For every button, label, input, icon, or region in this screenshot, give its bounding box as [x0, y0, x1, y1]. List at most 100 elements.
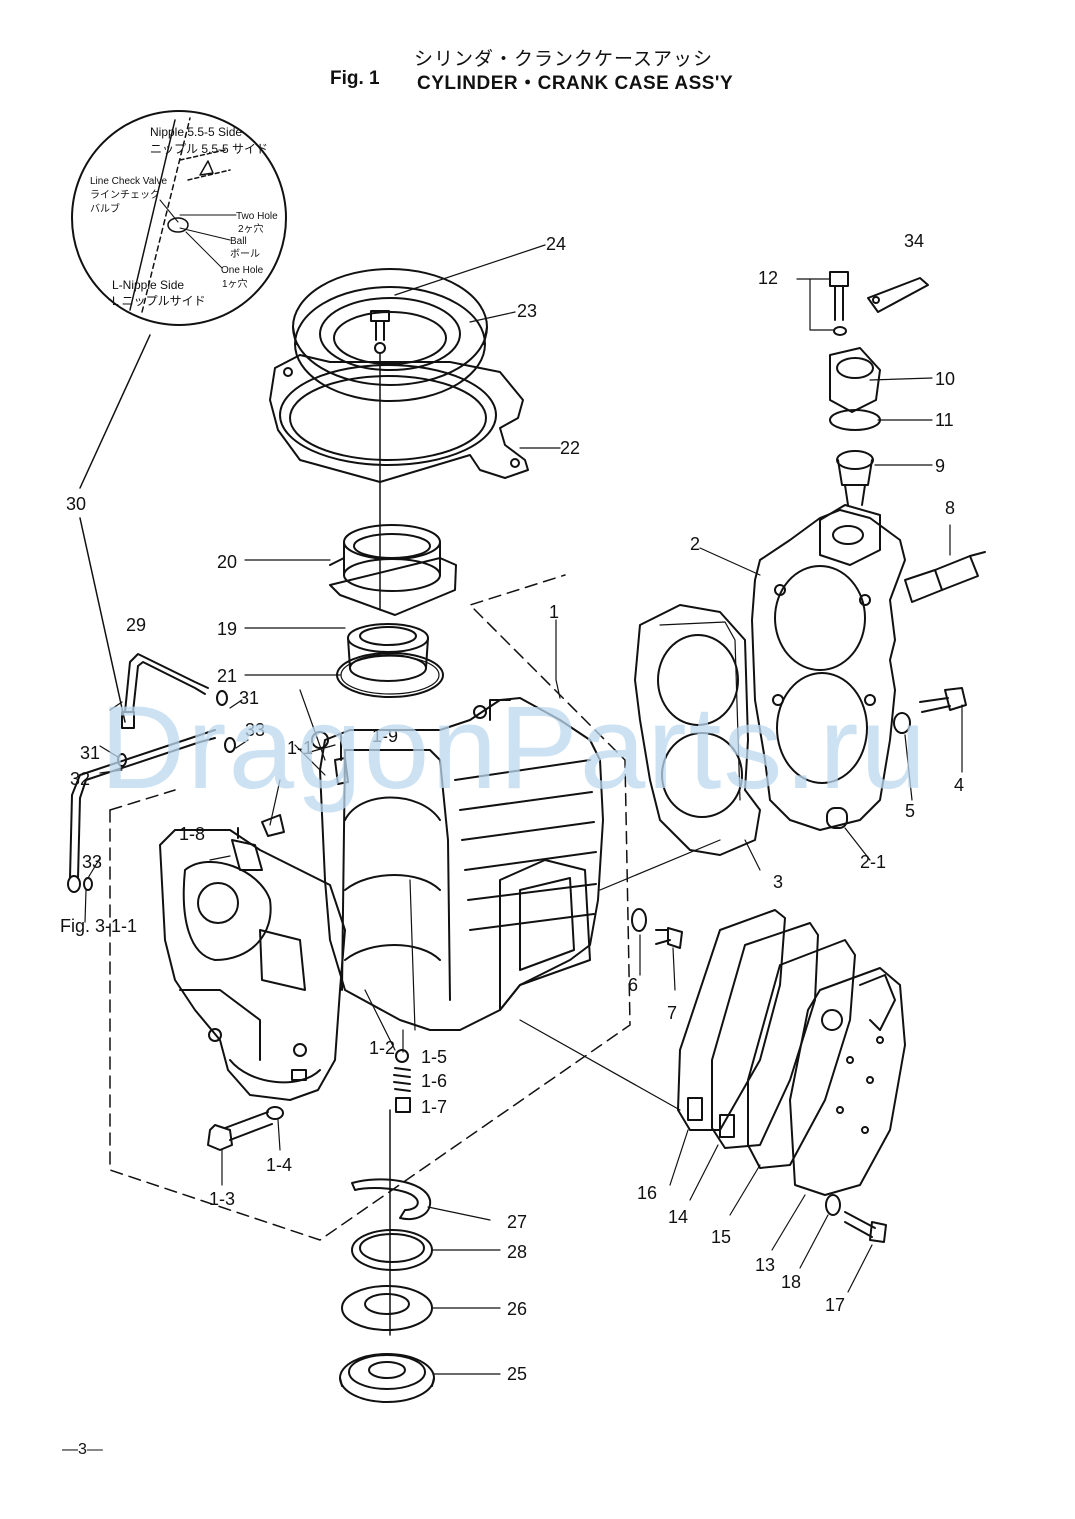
inset-two-hole: Two Hole	[236, 211, 278, 222]
part-11-gasket	[829, 409, 881, 431]
label-25: 25	[507, 1364, 527, 1384]
part-1-cylinder-block	[311, 697, 604, 1031]
inset-nipple-side-jp: ニップル 5.5-5 サイド	[150, 142, 268, 156]
part-labels: 1 1-1 1-2 1-3 1-4 1-5 1-6 1-7 1-8 1-9 2 …	[66, 231, 964, 1384]
label-16: 16	[637, 1183, 657, 1203]
part-22-plate	[269, 354, 529, 483]
part-1-6-spring	[393, 1067, 411, 1092]
label-1-8: 1-8	[179, 824, 205, 844]
label-17: 17	[825, 1295, 845, 1315]
label-31-upper: 31	[239, 688, 259, 708]
part-27-circlip	[351, 1178, 432, 1220]
label-15: 15	[711, 1227, 731, 1247]
label-1-3: 1-3	[209, 1189, 235, 1209]
crankcase-assembly-boundary	[109, 574, 631, 1241]
part-2-cylinder-head	[751, 504, 906, 831]
pipe-32	[67, 729, 216, 893]
label-24: 24	[546, 234, 566, 254]
japanese-title: シリンダ・クランクケースアッシ	[414, 48, 714, 70]
part-15-gasket	[747, 939, 856, 1169]
label-5: 5	[905, 801, 915, 821]
label-14: 14	[668, 1207, 688, 1227]
inset-one-hole-jp: 1ヶ穴	[222, 277, 248, 290]
inset-l-nipple-side: L-Nipple Side	[112, 278, 184, 292]
label-27: 27	[507, 1212, 527, 1232]
label-26: 26	[507, 1299, 527, 1319]
label-2: 2	[690, 534, 700, 554]
part-17-bolt	[844, 1211, 887, 1243]
label-4: 4	[954, 775, 964, 795]
figure-number: Fig. 1	[330, 68, 380, 89]
label-1-1: 1-1	[287, 738, 313, 758]
part-1-9-nipple	[334, 734, 349, 785]
label-1-6: 1-6	[421, 1071, 447, 1091]
part-2-1-plug	[826, 807, 848, 829]
part-16-gasket	[677, 909, 786, 1131]
part-12-bolt	[829, 271, 849, 336]
label-1-7: 1-7	[421, 1097, 447, 1117]
part-9-thermostat	[836, 450, 874, 506]
inset-line-check-valve: Line Check Valve	[90, 176, 168, 187]
inset-two-hole-jp: 2ヶ穴	[238, 222, 264, 235]
part-26-washer	[341, 1285, 433, 1331]
part-7-bolt	[655, 927, 683, 949]
label-11: 11	[935, 410, 954, 430]
inset-one-hole: One Hole	[221, 265, 264, 276]
label-20: 20	[217, 552, 237, 572]
crankcase-half	[159, 829, 346, 1101]
label-29: 29	[126, 615, 146, 635]
label-1-2: 1-2	[369, 1038, 395, 1058]
part-23-cover	[292, 268, 488, 402]
inset-ball: Ball	[230, 236, 247, 247]
part-6-washer	[631, 908, 647, 932]
label-32: 32	[70, 769, 90, 789]
label-34: 34	[904, 231, 924, 251]
label-10: 10	[935, 369, 955, 389]
label-18: 18	[781, 1272, 801, 1292]
part-24-bolt	[370, 310, 390, 354]
label-33-upper: 33	[245, 720, 265, 740]
part-31-clip	[216, 690, 228, 706]
part-28-ring	[351, 1229, 433, 1271]
label-13: 13	[755, 1255, 775, 1275]
part-1-8-tee	[231, 827, 263, 871]
inset-ball-jp: ボール	[230, 248, 260, 260]
label-1-4: 1-4	[266, 1155, 292, 1175]
label-1-5: 1-5	[421, 1047, 447, 1067]
label-6: 6	[628, 975, 638, 995]
label-28: 28	[507, 1242, 527, 1262]
figure-reference: Fig. 3-1-1	[60, 916, 137, 936]
label-1-9: 1-9	[372, 726, 398, 746]
label-31-lower: 31	[80, 743, 100, 763]
inset-detail-circle	[71, 110, 287, 326]
part-1-7-plug	[395, 1097, 411, 1113]
label-12: 12	[758, 268, 778, 288]
label-22: 22	[560, 438, 580, 458]
part-33-clip	[224, 737, 236, 753]
part-3-gasket	[634, 604, 761, 856]
part-1-5-ball	[395, 1049, 409, 1063]
page-number: —3—	[62, 1441, 103, 1458]
part-13-cover	[789, 967, 906, 1196]
part-34-plate	[867, 277, 929, 313]
part-1-4-washer	[266, 1106, 284, 1120]
label-8: 8	[945, 498, 955, 518]
label-21: 21	[217, 666, 237, 686]
inset-l-nipple-side-jp: L ニップルサイド	[112, 294, 206, 308]
part-21-oring	[336, 652, 444, 698]
label-30: 30	[66, 494, 86, 514]
label-3: 3	[773, 872, 783, 892]
part-20-housing	[329, 524, 457, 616]
part-4-bolt	[919, 687, 967, 713]
part-25-seal	[339, 1353, 435, 1403]
part-1-3-bolt	[207, 1111, 273, 1151]
inset-line-check-valve-jp2: バルブ	[90, 202, 120, 215]
inset-nipple-side: Nipple 5.5-5 Side	[150, 125, 242, 139]
part-1-1-nipple	[261, 814, 285, 837]
part-19-seal	[347, 623, 429, 682]
part-8-spark-plug	[904, 551, 986, 603]
pipe-29	[121, 653, 209, 729]
label-2-1: 2-1	[860, 852, 886, 872]
label-23: 23	[517, 301, 537, 321]
